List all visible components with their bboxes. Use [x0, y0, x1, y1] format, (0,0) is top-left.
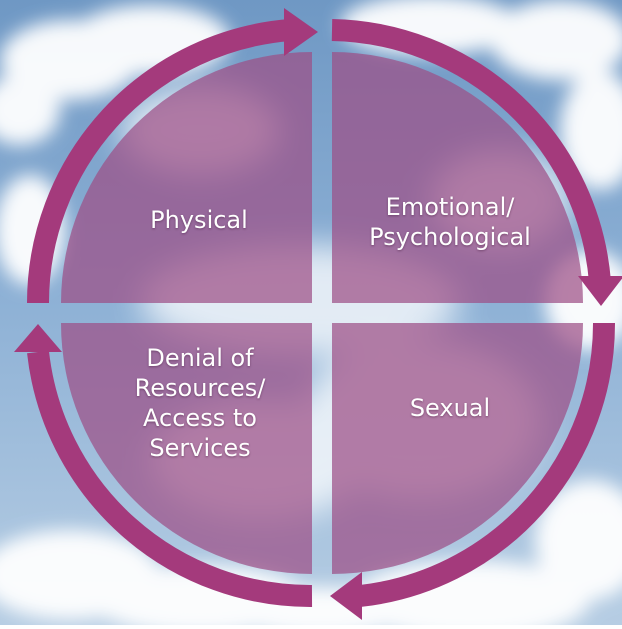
label-physical: Physical: [150, 206, 248, 234]
quadrant-physical: [61, 52, 312, 303]
arrow-bottom-left: [27, 350, 313, 608]
label-emotional-psychological: Emotional/ Psychological: [369, 193, 531, 251]
label-sexual: Sexual: [409, 394, 491, 422]
arrow-head-bottom-right: [330, 572, 362, 620]
arrow-top-right: [331, 19, 611, 283]
arrow-head-bottom-left: [14, 324, 62, 352]
arrow-head-top-right: [578, 276, 622, 306]
arrow-bottom-right: [358, 322, 616, 607]
quadrants: [61, 52, 583, 574]
arrow-top-left: [27, 19, 291, 304]
quadrant-sexual: [332, 323, 583, 574]
quadrant-denial-of-resources: [61, 323, 312, 574]
quadrant-emotional-psychological: [332, 52, 583, 303]
cycle-arrows: [14, 8, 622, 620]
label-denial-of-resources: Denial of Resources/ Access to Services: [134, 344, 266, 462]
arrow-head-top-left: [284, 8, 318, 56]
